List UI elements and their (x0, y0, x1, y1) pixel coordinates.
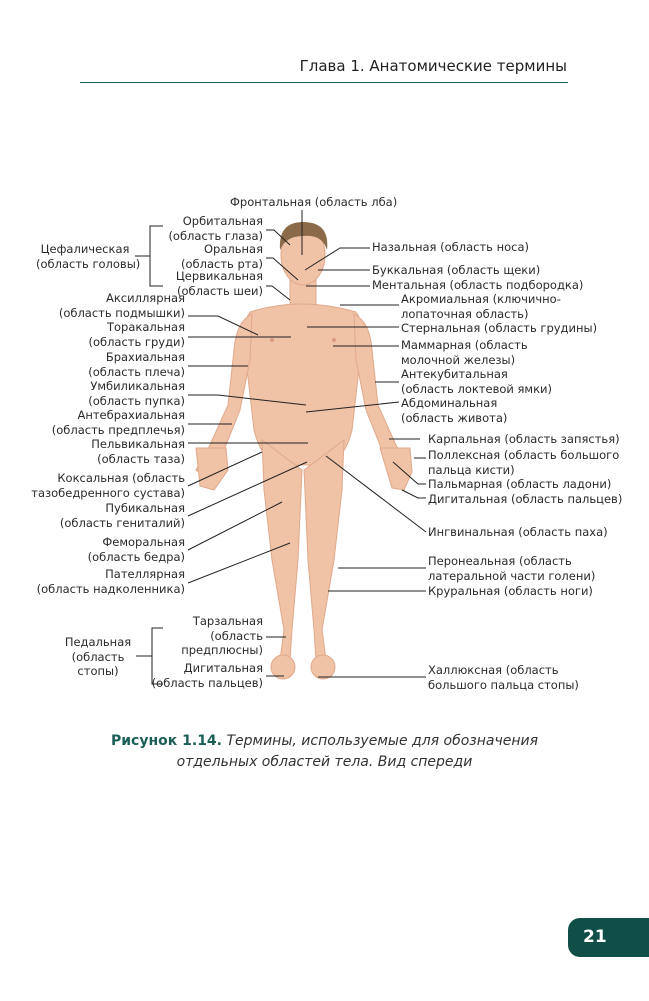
label-pelvic: Пельвикальная(область таза) (91, 437, 185, 466)
figure-caption: Рисунок 1.14. Термины, используемые для … (0, 731, 649, 773)
label-frontal: Фронтальная (область лба) (230, 195, 398, 209)
label-palmar: Пальмарная (область ладони) (428, 477, 612, 491)
label-brachial: Брахиальная(область плеча) (88, 350, 185, 379)
label-antecubital: Антекубитальная(область локтевой ямки) (401, 367, 553, 396)
chapter-title: Глава 1. Анатомические термины (299, 57, 567, 75)
label-orbital: Орбитальная(область глаза) (168, 214, 263, 243)
label-mental: Ментальная (область подбородка) (372, 278, 584, 292)
label-umbilical: Умбиликальная(область пупка) (88, 379, 185, 408)
caption-line-1: Термины, используемые для обозначения (226, 733, 539, 749)
label-thoracic: Торакальная(область груди) (88, 320, 185, 349)
nipple-left (270, 338, 274, 342)
label-femoral: Феморальная(область бедра) (87, 535, 185, 564)
label-oral: Оральная(область рта) (181, 242, 263, 271)
label-nasal: Назальная (область носа) (372, 240, 530, 254)
label-digital-foot: Дигитальная(область пальцев) (151, 661, 263, 690)
page-number: 21 (568, 918, 649, 957)
label-abdominal: Абдоминальная(область живота) (401, 396, 508, 425)
label-cervical: Цервикальная(область шеи) (175, 269, 263, 298)
label-pubic: Пубикальная(область гениталий) (59, 501, 185, 530)
human-body-illustration (195, 224, 413, 680)
header-divider (80, 82, 568, 83)
label-axillary: Аксиллярная(область подмышки) (58, 291, 185, 320)
label-acromial: Акромиальная (ключично-лопаточная област… (401, 292, 561, 321)
nipple-right (332, 338, 336, 342)
label-antebrachial: Антебрахиальная(область предплечья) (51, 408, 185, 437)
label-patellar: Пателлярная(область надколенника) (36, 567, 185, 596)
label-sternal: Стернальная (область грудины) (401, 321, 598, 335)
label-crural: Круральная (область ноги) (428, 584, 593, 598)
label-inguinal: Ингвинальная (область паха) (428, 525, 608, 539)
hair (279, 222, 328, 250)
figure-number: Рисунок 1.14. (110, 733, 222, 749)
caption-line-2: отдельных областей тела. Вид спереди (176, 754, 473, 770)
label-cephalic: Цефалическая(область головы) (36, 242, 141, 271)
label-carpal: Карпальная (область запястья) (428, 432, 620, 446)
label-buccal: Буккальная (область щеки) (372, 263, 541, 277)
leader-lines (135, 210, 427, 685)
label-digital-hand: Дигитальная (область пальцев) (428, 492, 623, 506)
